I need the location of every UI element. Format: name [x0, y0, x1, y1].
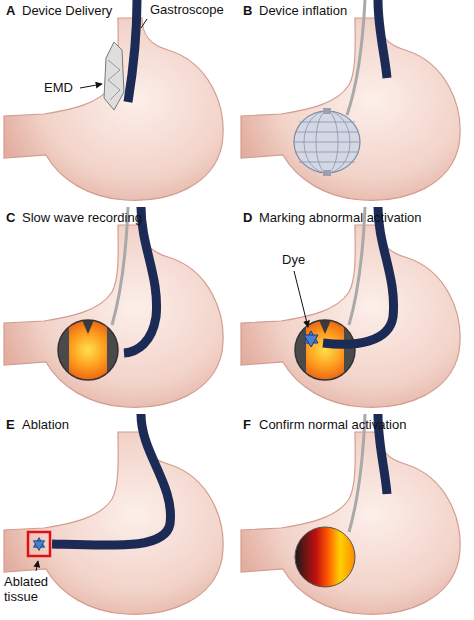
callout-label: Ablated tissue	[4, 574, 60, 604]
panel-letter: B	[243, 3, 252, 18]
callout-label: EMD	[44, 80, 73, 95]
panel-b-figure	[241, 0, 460, 200]
panel-letter: C	[6, 210, 15, 225]
leader-arrow	[80, 84, 102, 88]
gastroscope	[52, 414, 171, 545]
emd-device	[104, 42, 124, 110]
panel-letter: F	[243, 417, 251, 432]
electrode-map	[58, 320, 118, 380]
panel-letter: D	[243, 210, 252, 225]
panel-title: Device Delivery	[22, 3, 112, 18]
gastroscope	[128, 0, 137, 102]
gastroscope	[323, 207, 394, 344]
leader-line	[141, 19, 147, 28]
electrode-map	[295, 320, 355, 380]
gastroscope	[124, 207, 157, 353]
panel-letter: E	[6, 417, 15, 432]
leader-arrow	[294, 271, 308, 327]
ablation-box	[28, 532, 50, 556]
panel-title: Ablation	[22, 417, 69, 432]
panel-letter: A	[6, 3, 15, 18]
gastroscope	[378, 0, 387, 78]
panel-d-figure	[241, 207, 460, 407]
panel-title: Device inflation	[259, 3, 347, 18]
inflated-device	[294, 108, 360, 176]
leader-arrow	[36, 561, 38, 571]
panel-title: Confirm normal activation	[259, 417, 406, 432]
activation-map	[295, 527, 355, 587]
dye-mark	[304, 331, 318, 347]
panel-e-figure	[4, 414, 223, 614]
stomach	[4, 432, 223, 614]
panel-c-figure	[4, 207, 223, 407]
panel-a-figure	[4, 0, 223, 200]
callout-label: Dye	[282, 252, 305, 267]
callout-label: Gastroscope	[150, 2, 224, 17]
panel-title: Marking abnormal activation	[259, 210, 422, 225]
panel-f-figure	[241, 414, 460, 614]
stomach	[241, 18, 460, 200]
stomach	[4, 18, 223, 200]
device-tube	[347, 0, 365, 115]
panel-title: Slow wave recording	[22, 210, 142, 225]
dye-mark	[33, 538, 44, 551]
